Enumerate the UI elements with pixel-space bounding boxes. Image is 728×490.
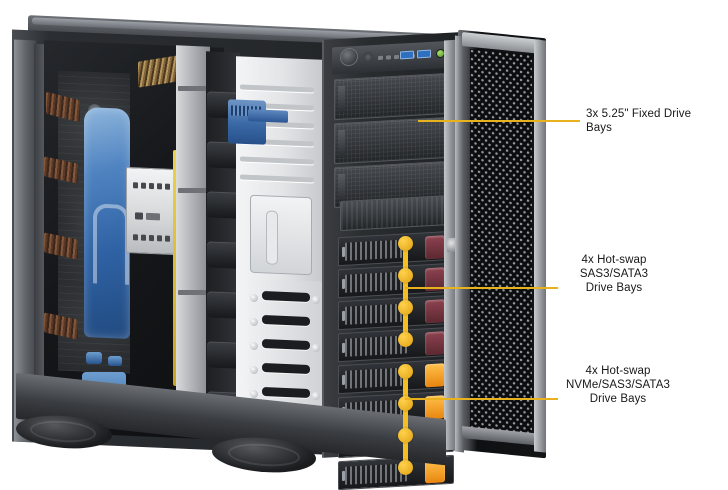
shroud-tab (86, 352, 102, 364)
callout-chain-sas (403, 240, 408, 344)
fixed-drive-bay[interactable] (334, 72, 452, 121)
callout-marker-nvme-bay-1 (398, 364, 413, 379)
pci-screw (250, 317, 258, 327)
pci-screw (312, 295, 320, 305)
internal-drive-cage (250, 194, 312, 276)
callout-chain-nvme (403, 368, 408, 472)
module-port (149, 182, 154, 190)
pci-retention-arm (248, 109, 288, 123)
callout-label-nvme-bays: 4x Hot-swap NVMe/SAS3/SATA3 Drive Bays (546, 364, 690, 406)
fixed-drive-bay[interactable] (334, 116, 452, 165)
shroud-tab (108, 356, 122, 366)
drive-latch-handle[interactable] (425, 363, 445, 388)
card-retention-clip (207, 141, 239, 169)
module-port (133, 182, 138, 189)
module-port-row (133, 182, 170, 190)
callout-marker-sas-bay-2 (398, 268, 413, 283)
hotswap-cage-header (340, 194, 452, 232)
module-port (141, 234, 146, 241)
bay-tab (338, 173, 345, 201)
drive-latch-handle[interactable] (425, 235, 445, 260)
pci-screw (250, 365, 258, 375)
callout-sas-line2: SAS3/SATA3 (579, 268, 649, 280)
interior-air-shroud (84, 107, 130, 339)
card-retention-clip (207, 191, 239, 219)
callout-label-sas-bays: 4x Hot-swap SAS3/SATA3 Drive Bays (552, 253, 676, 295)
usb-3-port[interactable] (417, 49, 431, 59)
pci-screw (312, 343, 320, 353)
bay-tab (338, 129, 345, 157)
status-led (394, 54, 399, 60)
callout-leader-nvme-bays (405, 398, 558, 400)
callout-leader-fixed-bays (418, 120, 580, 122)
front-door-hinge (455, 35, 464, 453)
callout-nvme-line1: 4x Hot-swap (585, 365, 651, 377)
drive-latch-handle[interactable] (425, 299, 445, 324)
pci-screw (250, 293, 258, 303)
module-port (149, 234, 154, 242)
pci-card-retention-bracket (228, 99, 266, 145)
front-door-mesh (470, 48, 532, 442)
card-retention-clip (207, 341, 239, 369)
module-port (133, 234, 138, 241)
callout-marker-sas-bay-1 (398, 236, 413, 251)
partition-notch (178, 290, 208, 295)
interior-expansion-module (126, 166, 176, 256)
pci-screw (250, 341, 258, 351)
module-port (141, 182, 146, 189)
card-retention-clip (207, 291, 239, 319)
module-label-block (135, 212, 160, 221)
module-port (165, 183, 170, 190)
callout-marker-sas-bay-4 (398, 332, 413, 347)
module-port (165, 235, 170, 242)
callout-label-fixed-bays: 3x 5.25" Fixed Drive Bays (586, 107, 722, 135)
partition-notch (178, 86, 208, 91)
card-retention-clip (207, 241, 239, 269)
status-led (378, 55, 383, 61)
callout-sas-line1: 4x Hot-swap (581, 254, 647, 266)
module-marking (146, 212, 160, 221)
partition-notch (178, 188, 208, 193)
pci-screw (312, 391, 320, 401)
callout-fixed-line2: Bays (586, 122, 612, 134)
status-led (386, 55, 391, 60)
callout-nvme-line2: NVMe/SAS3/SATA3 (566, 379, 670, 391)
drive-latch-handle[interactable] (425, 331, 445, 356)
module-port-row (133, 234, 170, 242)
interior-partition-wall (176, 45, 210, 433)
usb-3-port[interactable] (400, 50, 414, 60)
bay-tab (338, 85, 345, 113)
module-port (157, 235, 162, 242)
module-marking (135, 212, 143, 220)
callout-fixed-line1: 3x 5.25" Fixed Drive (586, 108, 692, 120)
callout-marker-sas-bay-3 (398, 300, 413, 315)
callout-marker-nvme-bay-4 (398, 460, 413, 475)
callout-leader-sas-bays (405, 287, 558, 289)
module-port (157, 183, 162, 190)
callout-marker-nvme-bay-3 (398, 428, 413, 443)
front-door-outer-edge (534, 39, 546, 453)
callout-sas-line3: Drive Bays (585, 282, 643, 294)
pci-screw (250, 389, 258, 399)
callout-nvme-line3: Drive Bays (589, 393, 647, 405)
